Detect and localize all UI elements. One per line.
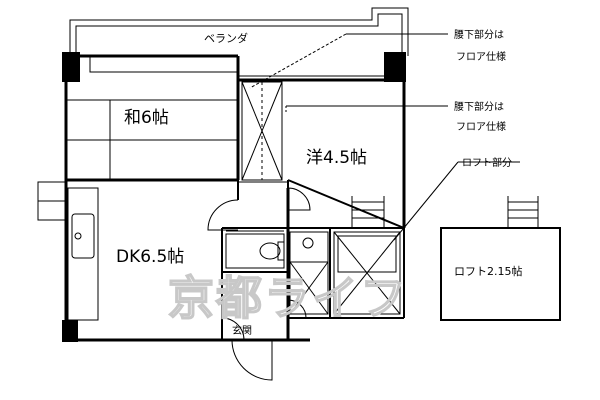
note-leaders bbox=[249, 33, 520, 241]
loft-box bbox=[440, 196, 561, 321]
bathroom bbox=[289, 231, 401, 315]
veranda-railing bbox=[69, 7, 409, 56]
veranda-label: ベランダ bbox=[204, 31, 248, 45]
yoshitsu-label: 洋4.5帖 bbox=[306, 148, 367, 168]
kitchen-counter bbox=[67, 187, 99, 321]
loft-ladder bbox=[351, 196, 385, 228]
tatami-lines bbox=[66, 56, 238, 180]
toilet-room bbox=[225, 230, 285, 269]
left-window bbox=[37, 181, 67, 221]
loft-part-note: ロフト部分 bbox=[462, 156, 512, 169]
genkan-label: 玄関 bbox=[232, 324, 252, 337]
door-swings bbox=[207, 187, 311, 381]
interior-walls bbox=[221, 179, 405, 340]
loft-label: ロフト2.15帖 bbox=[454, 265, 523, 278]
note1-line2: フロア仕様 bbox=[456, 50, 506, 63]
note1-line1: 腰下部分は bbox=[454, 28, 504, 41]
dk-label: DK6.5帖 bbox=[116, 247, 184, 267]
closets bbox=[241, 81, 283, 181]
watermark: 京都ライフ bbox=[168, 271, 408, 325]
note2-line1: 腰下部分は bbox=[454, 100, 504, 113]
washitsu-label: 和6帖 bbox=[124, 108, 169, 128]
sliding-doors bbox=[238, 75, 404, 183]
note2-line2: フロア仕様 bbox=[456, 120, 506, 133]
columns bbox=[62, 52, 406, 342]
